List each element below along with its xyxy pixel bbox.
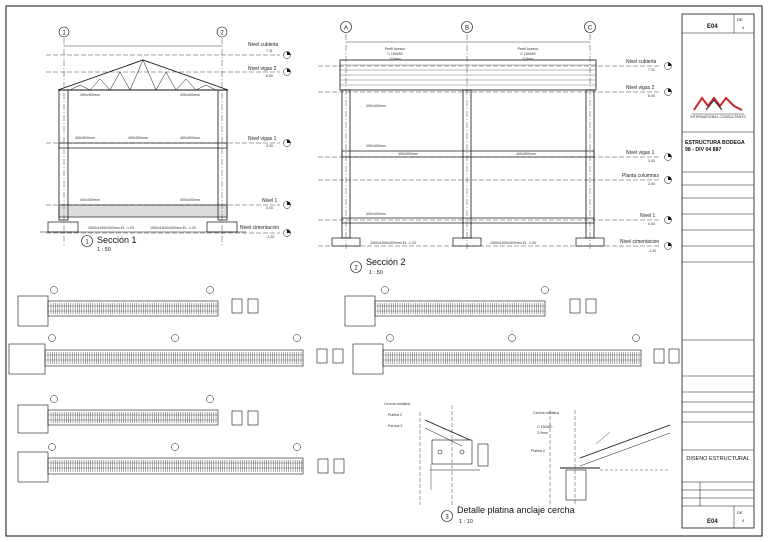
perfil-label: C 150x50 [520, 52, 535, 56]
view-number: 3 [445, 515, 449, 521]
s1-level-markers [283, 51, 291, 237]
content-title-box: DISEÑO ESTRUCTURAL [686, 456, 750, 462]
s1-footing-label: 1500x1500x300mm EL -1.20 [88, 226, 134, 230]
s1-beam-label: 400x500mm [75, 136, 95, 140]
view-number-bubble [350, 261, 362, 273]
view-title: Sección 2 [366, 257, 406, 267]
s1-beam-label: 400x400mm [80, 93, 100, 97]
axis-bubble-1 [58, 26, 70, 38]
s2-level-value-5: -1.20 [648, 249, 656, 253]
s2-footing-label: 1500x1500x300mm EL -1.20 [370, 241, 416, 245]
s1-level-value-0: 7.11 [266, 49, 273, 53]
s1-level-value-1: 6.00 [266, 74, 273, 78]
view-number: 2 [354, 266, 358, 272]
axis-bubble-b [461, 21, 473, 33]
s2-level-markers [664, 62, 672, 250]
s2-beam-label: 400x400mm [366, 212, 386, 216]
s2-beam-label: 400x500mm [516, 152, 536, 156]
s2-beam-label: 400x400mm [366, 144, 386, 148]
axis-label-c: C [588, 26, 593, 32]
sheet-rev-label-bottom: DE [737, 510, 743, 515]
s1-level-name-0: Nivel cubierta [248, 42, 279, 48]
axis-bubble-c [584, 21, 596, 33]
s2-beam-label: 400x500mm [398, 152, 418, 156]
s2-level-name-1: Nivel vigas 2 [626, 85, 655, 91]
sheet-code: E04 [707, 24, 718, 30]
section-1-drawing [40, 38, 280, 246]
s2-beam-label: 400x400mm [366, 104, 386, 108]
s2-level-name-5: Nivel cimentacion [620, 239, 659, 245]
s1-level-name-3: Nivel 1 [262, 198, 278, 204]
s1-level-value-2: 3.00 [266, 144, 273, 148]
s1-level-value-4: -1.20 [266, 235, 274, 239]
view-number-bubble [81, 235, 93, 247]
perfil-label: 3.0mm [390, 57, 401, 61]
sheet-code-bottom: E04 [707, 519, 718, 525]
s1-beam-label: 400x500mm [180, 136, 200, 140]
detail-label-pernos: Pernos 2 [388, 424, 402, 428]
axis-label-b: B [465, 26, 469, 32]
s1-beam-label: 400x400mm [180, 93, 200, 97]
sheet-rev-number: 4 [742, 25, 745, 30]
s2-level-value-3: 2.00 [648, 182, 655, 186]
s1-level-name-2: Nivel vigas 1 [248, 136, 277, 142]
detail-label-platina: Platina 2 [388, 413, 402, 417]
s1-footing-label: 1500x1500x300mm EL -1.20 [150, 226, 196, 230]
view-scale: 1 : 10 [459, 519, 473, 525]
axis-label-2: 2 [220, 31, 224, 37]
perfil-label: Perfil Acesco [385, 47, 406, 51]
s2-level-name-4: Nivel 1 [640, 213, 656, 219]
detail-label-cercha: Cercha metálica [384, 402, 410, 406]
section-2-drawing [318, 34, 660, 250]
view-scale: 1 : 50 [369, 270, 383, 276]
view-title: Sección 1 [97, 235, 137, 245]
detail-label-cercha: Cercha metálica [533, 411, 559, 415]
detail-label-perfil-thk: 3.0mm [537, 431, 548, 435]
title-block-grid [682, 14, 754, 528]
detail-label-perfil: C 150x50 [537, 425, 552, 429]
s1-beam-label: 400x400mm [180, 198, 200, 202]
beam-axis-bubbles [48, 286, 640, 451]
s1-beam-label: 400x500mm [128, 136, 148, 140]
project-title-box: ESTRUCTURA BODEGA 98 - DIV 04 887 [685, 140, 745, 153]
s1-level-value-3: 0.00 [266, 206, 273, 210]
company-logo [692, 96, 744, 115]
perfil-label: Perfil Acesco [518, 47, 539, 51]
detail-label-platina: Platina 2 [531, 449, 545, 453]
s2-footing-label: 1500x1500x300mm EL -1.20 [490, 241, 536, 245]
axis-label-1: 1 [62, 31, 66, 37]
s1-beam-label: 400x400mm [80, 198, 100, 202]
axis-bubble-2 [216, 26, 228, 38]
rebar-hatching [47, 303, 640, 472]
content-title: DISEÑO ESTRUCTURAL [686, 456, 750, 462]
view-title: Detalle platina anclaje cercha [457, 505, 575, 515]
s2-level-value-4: 0.00 [648, 222, 655, 226]
s2-level-value-1: 6.00 [648, 94, 655, 98]
sheet-rev-label: DE [737, 17, 743, 22]
axis-label-a: A [344, 26, 348, 32]
perfil-label: C 150x50 [387, 52, 402, 56]
s2-level-name-3: Planta columnas [622, 173, 659, 179]
s1-level-name-4: Nivel cimentacion [240, 225, 279, 231]
s2-level-value-2: 3.00 [648, 159, 655, 163]
beam-details [8, 295, 680, 483]
view-number-bubble [441, 510, 453, 522]
axis-bubble-a [340, 21, 352, 33]
s2-level-name-2: Nivel vigas 1 [626, 150, 655, 156]
view-number: 1 [85, 240, 89, 246]
anchor-plate-detail [419, 405, 671, 505]
company-name: INTERNATIONAL CONSULTANTS [690, 115, 746, 119]
perfil-label: 3.0mm [523, 57, 534, 61]
sheet-rev-number-bottom: 4 [742, 518, 745, 523]
view-scale: 1 : 50 [97, 247, 111, 253]
s2-level-value-0: 7.11 [648, 68, 655, 72]
s1-level-name-1: Nivel vigas 2 [248, 66, 277, 72]
project-title: ESTRUCTURA BODEGA 98 - DIV 04 887 [685, 140, 745, 153]
title-block-frame [681, 13, 755, 529]
s2-level-name-0: Nivel cubierta [626, 59, 657, 65]
sheet-frame [5, 5, 763, 537]
